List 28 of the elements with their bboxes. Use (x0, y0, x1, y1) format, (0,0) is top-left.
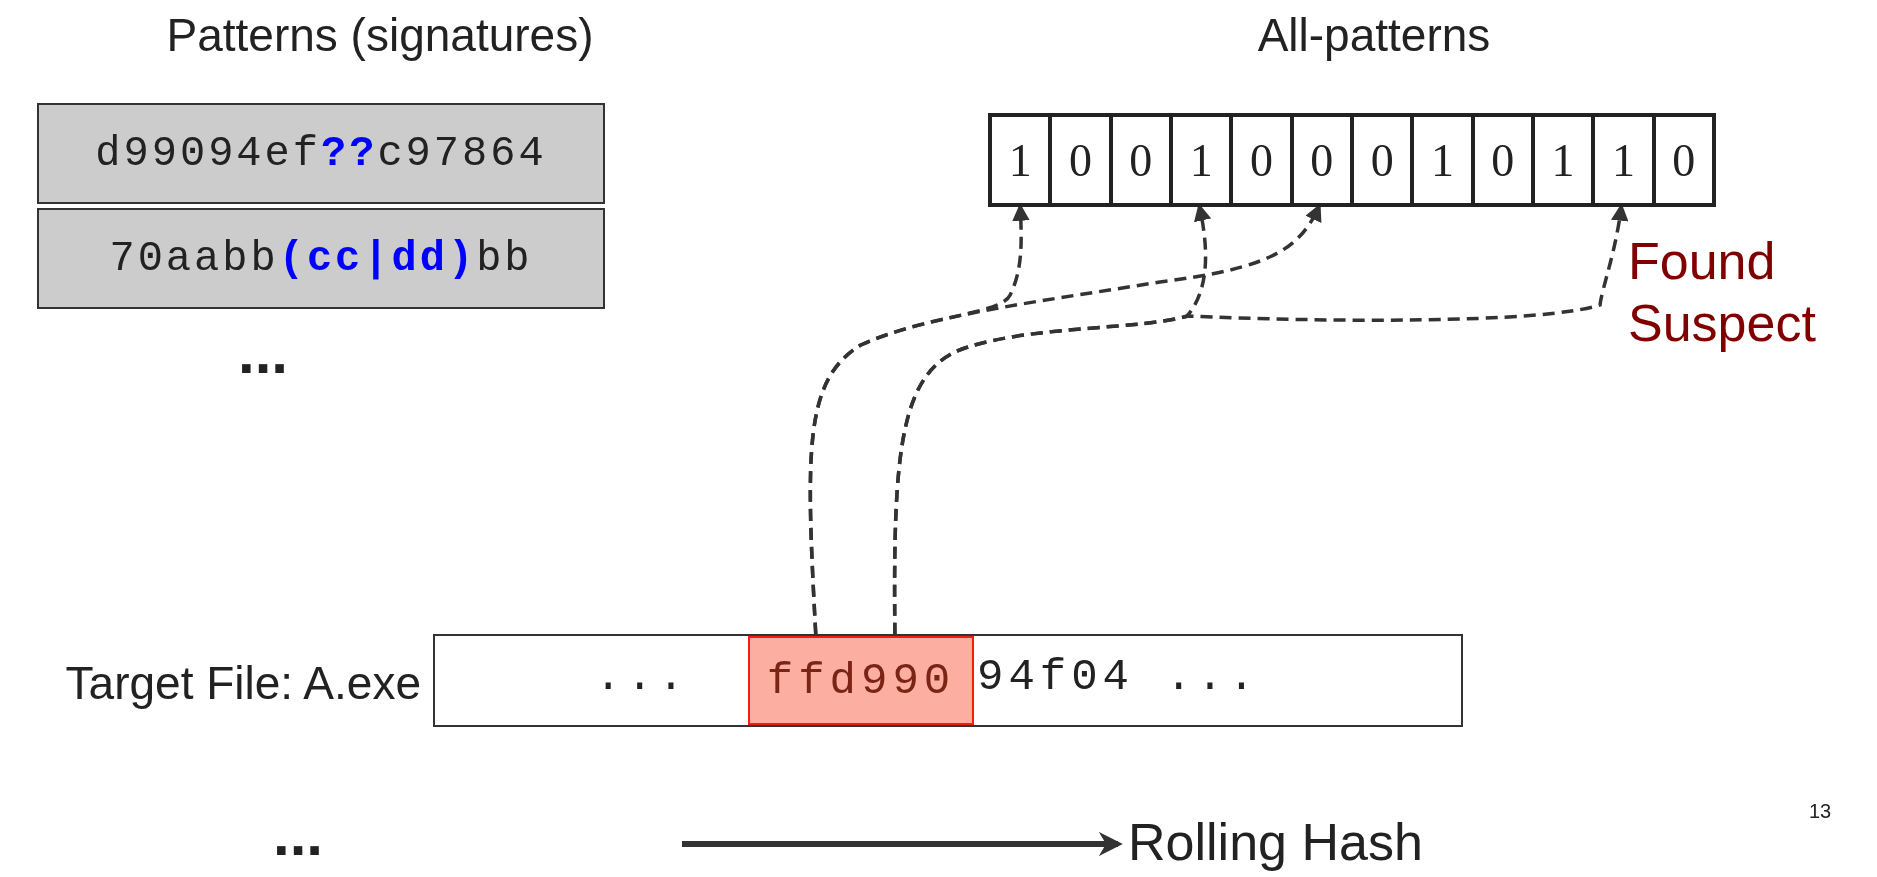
heading: Patterns (signatures) (166, 8, 594, 62)
bit-cell: 0 (1289, 117, 1350, 203)
target-file-box (433, 634, 1463, 727)
bit-cell: 1 (1169, 117, 1230, 203)
bit-cell: 1 (992, 117, 1049, 203)
ellipsis: ... (273, 800, 323, 869)
rolling-hash-text: Rolling Hash (1128, 812, 1423, 872)
bit-cell: 1 (1410, 117, 1471, 203)
bit-cell: 1 (1591, 117, 1652, 203)
bit-cell: 1 (1530, 117, 1592, 203)
bit-cell: 0 (1349, 117, 1411, 203)
pattern-box: d99094ef??c97864 (37, 103, 605, 204)
highlighted-window: ffd990 (748, 636, 974, 725)
bit-cell: 0 (1229, 117, 1290, 203)
annotation-text: Found Suspect (1628, 231, 1817, 355)
bit-cell: 0 (1108, 117, 1169, 203)
pattern-box: 70aabb(cc|dd)bb (37, 208, 605, 309)
ellipsis: ... (238, 318, 288, 387)
bit-cell: 0 (1651, 117, 1712, 203)
bit-cell: 0 (1048, 117, 1109, 203)
file-bytes-text: ... (595, 652, 690, 702)
file-bytes-text: 94f04 ... (977, 652, 1260, 702)
bit-array (988, 113, 1716, 207)
file-caption: Target File: A.exe (65, 656, 421, 710)
page-number: 13 (1808, 800, 1832, 823)
bit-cell: 0 (1470, 117, 1531, 203)
heading: All-patterns (1257, 8, 1491, 62)
arrow (682, 832, 1123, 856)
